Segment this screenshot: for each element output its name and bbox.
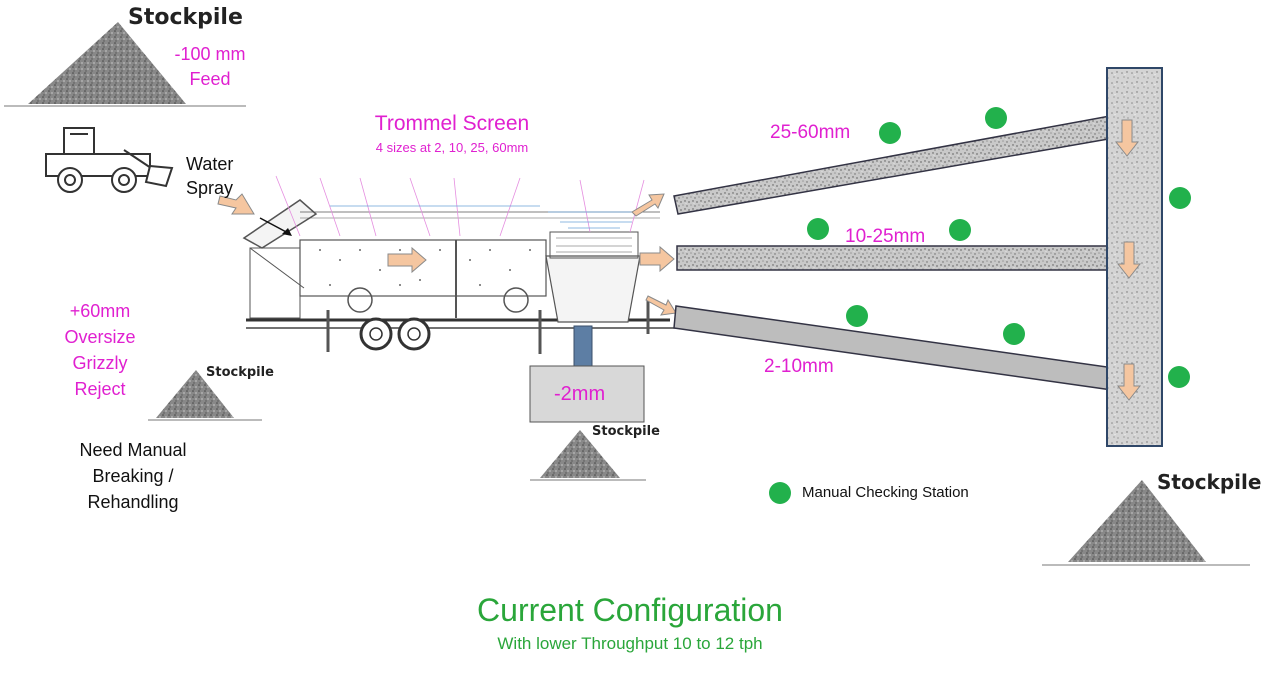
fines-stockpile-label: Stockpile xyxy=(592,424,660,439)
trommel-subtitle: 4 sizes at 2, 10, 25, 60mm xyxy=(375,140,529,155)
feed-stockpile-label: Stockpile xyxy=(128,5,243,30)
fines-chute xyxy=(529,325,645,423)
feed-size-label: -100 mm Feed xyxy=(164,42,256,92)
feed-size-line1: -100 mm xyxy=(174,44,246,64)
manual-line2: Breaking / xyxy=(92,466,174,486)
legend-label: Manual Checking Station xyxy=(802,484,969,501)
fines-stockpile-pile xyxy=(530,430,646,481)
fines-size-label: -2mm xyxy=(554,383,606,405)
oversize-stockpile-label: Stockpile xyxy=(206,365,274,380)
conveyor-label-25-60: 25-60mm xyxy=(770,122,851,143)
oversize-line2: Oversize xyxy=(64,327,136,347)
oversize-label: +60mm Oversize Grizzly Reject xyxy=(52,298,148,402)
conveyor-2-10 xyxy=(673,305,1115,391)
water-spray-label: Water Spray xyxy=(186,152,233,200)
collecting-conveyor xyxy=(1106,67,1163,447)
wheel-loader-icon xyxy=(45,127,174,193)
footer-subtitle: With lower Throughput 10 to 12 tph xyxy=(497,634,763,653)
final-stockpile-label: Stockpile xyxy=(1157,470,1262,494)
output-arrows xyxy=(631,193,677,316)
oversize-line3: Grizzly xyxy=(72,353,128,373)
oversize-stockpile-pile xyxy=(148,370,262,421)
trommel-screen-machine xyxy=(242,175,680,354)
feed-stockpile-pile xyxy=(4,22,246,107)
footer-title: Current Configuration xyxy=(477,592,783,628)
feed-size-line2: Feed xyxy=(189,69,231,89)
conveyor-label-2-10: 2-10mm xyxy=(764,356,834,377)
flow-arrow-drum xyxy=(387,246,427,274)
manual-handling-note: Need Manual Breaking / Rehandling xyxy=(60,437,206,515)
water-spray-line2: Spray xyxy=(186,178,234,198)
manual-line1: Need Manual xyxy=(79,440,187,460)
final-stockpile-pile xyxy=(1042,480,1250,566)
water-spray-line1: Water xyxy=(186,154,234,174)
manual-line3: Rehandling xyxy=(87,492,179,512)
conveyor-label-10-25: 10-25mm xyxy=(845,226,926,247)
trommel-title: Trommel Screen xyxy=(374,112,530,135)
oversize-line4: Reject xyxy=(74,379,126,399)
water-spray-arrow xyxy=(217,193,292,236)
manual-checking-stations xyxy=(769,107,1191,504)
conveyor-10-25 xyxy=(676,245,1121,271)
oversize-line1: +60mm xyxy=(69,301,131,321)
